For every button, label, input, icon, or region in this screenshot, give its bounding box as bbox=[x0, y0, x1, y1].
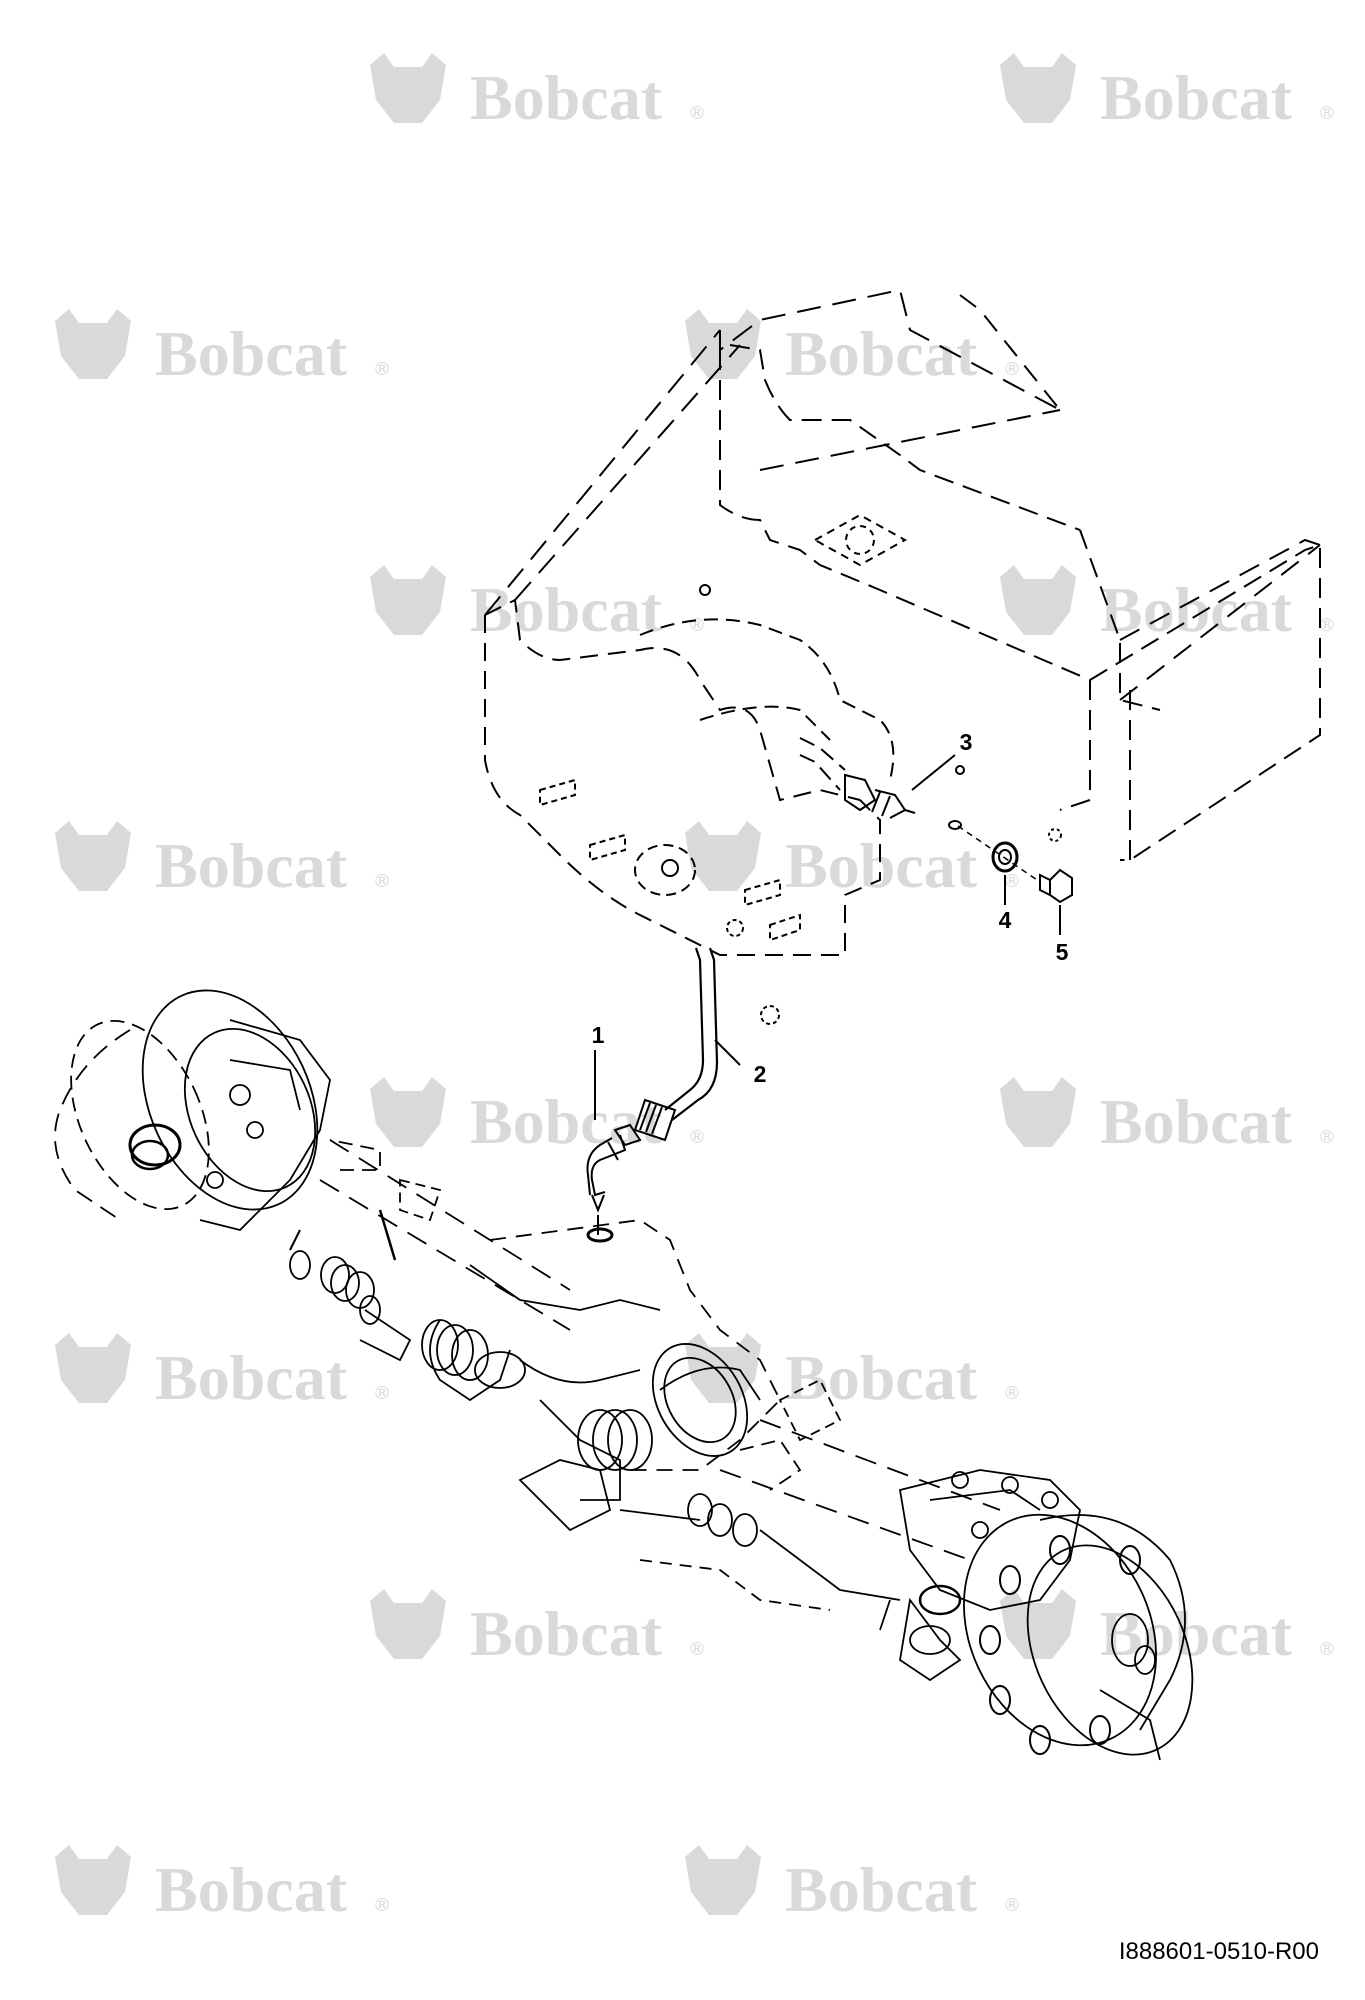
bobcat-watermark: Bobcat ® bbox=[55, 821, 391, 901]
bobcat-logo-icon bbox=[55, 1845, 131, 1915]
bobcat-logo-icon bbox=[370, 565, 446, 635]
watermark-text: Bobcat bbox=[785, 1342, 978, 1413]
bobcat-watermark: Bobcat ® bbox=[1000, 53, 1336, 133]
adapter-fitting bbox=[799, 737, 916, 819]
callout-4: 4 bbox=[999, 907, 1012, 933]
watermark-text: Bobcat bbox=[470, 1598, 663, 1669]
watermark-registered-mark: ® bbox=[373, 1895, 391, 1916]
bobcat-watermark: Bobcat ® bbox=[685, 1845, 1021, 1925]
watermark-registered-mark: ® bbox=[1318, 615, 1336, 636]
watermark-registered-mark: ® bbox=[1318, 103, 1336, 124]
bobcat-logo-icon bbox=[685, 309, 761, 379]
elbow-fitting bbox=[586, 1134, 627, 1213]
bobcat-logo-icon bbox=[55, 309, 131, 379]
watermark-text: Bobcat bbox=[470, 1086, 663, 1157]
bobcat-logo-icon bbox=[685, 821, 761, 891]
watermark-registered-mark: ® bbox=[373, 1383, 391, 1404]
watermark-registered-mark: ® bbox=[1318, 1639, 1336, 1660]
callout-3: 3 bbox=[960, 729, 973, 755]
watermark-layer: Bobcat®Bobcat®Bobcat®Bobcat®Bobcat®Bobca… bbox=[55, 53, 1336, 1925]
hose-line bbox=[664, 947, 705, 1111]
watermark-registered-mark: ® bbox=[1003, 1895, 1021, 1916]
watermark-text: Bobcat bbox=[155, 830, 348, 901]
bobcat-logo-icon bbox=[55, 1333, 131, 1403]
watermark-text: Bobcat bbox=[1100, 1086, 1293, 1157]
callout-2: 2 bbox=[754, 1061, 767, 1087]
bobcat-logo-icon bbox=[1000, 1589, 1076, 1659]
bobcat-watermark: Bobcat ® bbox=[370, 565, 706, 645]
watermark-text: Bobcat bbox=[155, 318, 348, 389]
watermark-registered-mark: ® bbox=[688, 1639, 706, 1660]
watermark-text: Bobcat bbox=[155, 1854, 348, 1925]
bobcat-watermark: Bobcat ® bbox=[1000, 1589, 1336, 1669]
frame-assembly bbox=[484, 288, 1321, 1025]
watermark-text: Bobcat bbox=[470, 574, 663, 645]
watermark-text: Bobcat bbox=[1100, 62, 1293, 133]
bobcat-logo-icon bbox=[685, 1845, 761, 1915]
bobcat-logo-icon bbox=[1000, 53, 1076, 123]
watermark-registered-mark: ® bbox=[1003, 871, 1021, 892]
o-ring bbox=[948, 820, 962, 830]
callout-labels: 1 2 3 4 5 bbox=[592, 729, 1069, 1087]
bobcat-watermark: Bobcat ® bbox=[55, 1845, 391, 1925]
watermark-registered-mark: ® bbox=[688, 1127, 706, 1148]
bobcat-watermark: Bobcat ® bbox=[370, 1589, 706, 1669]
washer bbox=[991, 841, 1019, 873]
bobcat-watermark: Bobcat ® bbox=[370, 1077, 706, 1157]
watermark-text: Bobcat bbox=[785, 830, 978, 901]
bobcat-watermark: Bobcat ® bbox=[685, 821, 1021, 901]
bobcat-logo-icon bbox=[370, 1077, 446, 1147]
bobcat-logo-icon bbox=[1000, 1077, 1076, 1147]
bolt bbox=[1039, 868, 1073, 904]
watermark-registered-mark: ® bbox=[688, 103, 706, 124]
watermark-text: Bobcat bbox=[785, 318, 978, 389]
watermark-registered-mark: ® bbox=[1318, 1127, 1336, 1148]
bobcat-watermark: Bobcat ® bbox=[685, 309, 1021, 389]
watermark-registered-mark: ® bbox=[373, 359, 391, 380]
drawing-id: I888601-0510-R00 bbox=[1118, 1938, 1319, 1965]
watermark-registered-mark: ® bbox=[1003, 1383, 1021, 1404]
bobcat-logo-icon bbox=[1000, 565, 1076, 635]
watermark-text: Bobcat bbox=[785, 1854, 978, 1925]
watermark-text: Bobcat bbox=[470, 62, 663, 133]
watermark-text: Bobcat bbox=[1100, 1598, 1293, 1669]
bobcat-logo-icon bbox=[370, 1589, 446, 1659]
bobcat-watermark: Bobcat ® bbox=[55, 1333, 391, 1413]
watermark-registered-mark: ® bbox=[373, 871, 391, 892]
bobcat-logo-icon bbox=[55, 821, 131, 891]
callout-1: 1 bbox=[592, 1022, 605, 1048]
hose-fitting bbox=[613, 1098, 677, 1147]
bobcat-watermark: Bobcat ® bbox=[1000, 1077, 1336, 1157]
bobcat-logo-icon bbox=[370, 53, 446, 123]
bobcat-watermark: Bobcat ® bbox=[370, 53, 706, 133]
bobcat-watermark: Bobcat ® bbox=[55, 309, 391, 389]
callout-5: 5 bbox=[1056, 939, 1069, 965]
watermark-registered-mark: ® bbox=[1003, 359, 1021, 380]
watermark-registered-mark: ® bbox=[688, 615, 706, 636]
watermark-text: Bobcat bbox=[155, 1342, 348, 1413]
axle-assembly bbox=[54, 989, 1194, 1761]
